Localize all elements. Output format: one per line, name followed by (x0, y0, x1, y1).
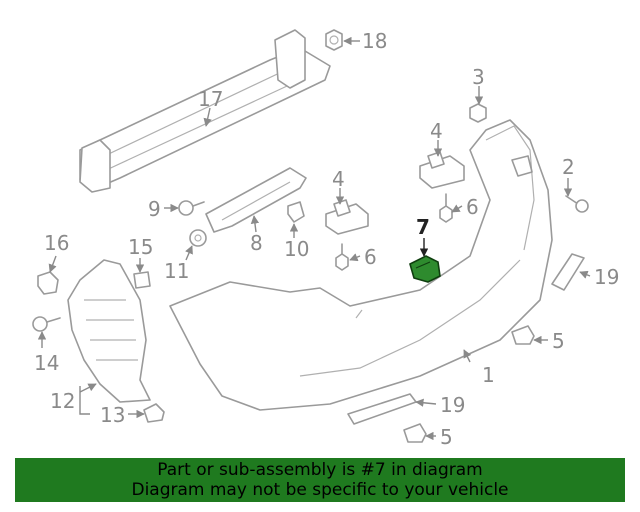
callout-19-right[interactable]: 19 (594, 265, 619, 289)
clip-part-5-upper (511, 325, 535, 345)
sensor-bracket-part-7 (409, 255, 441, 283)
callout-6-upper[interactable]: 6 (466, 195, 479, 219)
callout-16[interactable]: 16 (44, 231, 69, 255)
bolt-part-14 (32, 316, 61, 332)
molding-part-19-right (551, 253, 585, 291)
callout-5-upper[interactable]: 5 (552, 329, 565, 353)
callout-1[interactable]: 1 (482, 363, 495, 387)
notice-line-2: Diagram may not be specific to your vehi… (131, 480, 509, 500)
reinforcement-beam-part (79, 29, 331, 193)
bracket-part-4-right (419, 151, 465, 189)
callout-19-lower[interactable]: 19 (440, 393, 465, 417)
side-bracket-part-12 (67, 259, 151, 403)
callout-11[interactable]: 11 (164, 259, 189, 283)
leader-lines (37, 36, 591, 441)
notice-banner: Part or sub-assembly is #7 in diagram Di… (15, 458, 625, 502)
callout-6-lower[interactable]: 6 (364, 245, 377, 269)
callout-13[interactable]: 13 (100, 403, 125, 427)
callout-12[interactable]: 12 (50, 389, 75, 413)
callout-4-right[interactable]: 4 (430, 119, 443, 143)
clip-part-5-lower (403, 423, 427, 443)
bolt-part-9 (178, 200, 205, 216)
callout-15[interactable]: 15 (128, 235, 153, 259)
callout-17[interactable]: 17 (198, 87, 223, 111)
callout-14[interactable]: 14 (34, 351, 59, 375)
bracket-part-8 (205, 167, 307, 233)
clip-part-15 (133, 271, 151, 289)
parts-diagram: 1 2 3 4 4 5 5 6 6 7 8 9 10 11 12 13 14 1… (32, 29, 619, 449)
callout-5-lower[interactable]: 5 (440, 425, 453, 449)
clip-part-16 (37, 271, 59, 295)
callout-9[interactable]: 9 (148, 197, 161, 221)
clip-part-13 (143, 403, 165, 423)
bracket-part-10 (287, 201, 305, 223)
nut-part-11 (189, 229, 207, 247)
callout-8[interactable]: 8 (250, 231, 263, 255)
nut-part-18 (325, 29, 343, 51)
callout-labels: 1 2 3 4 4 5 5 6 6 7 8 9 10 11 12 13 14 1… (34, 29, 619, 449)
clip-part-3 (469, 103, 487, 123)
bracket-part-4-center (325, 199, 369, 235)
bolt-part-6-upper (439, 193, 453, 223)
callout-2[interactable]: 2 (562, 155, 575, 179)
bolt-part-6-lower (335, 243, 349, 271)
callout-7-highlighted[interactable]: 7 (416, 215, 430, 239)
callout-10[interactable]: 10 (284, 237, 309, 261)
molding-part-19-lower (347, 393, 417, 425)
callout-18[interactable]: 18 (362, 29, 387, 53)
callout-4-center[interactable]: 4 (332, 167, 345, 191)
notice-line-1: Part or sub-assembly is #7 in diagram (157, 460, 483, 480)
bolt-part-2 (565, 195, 589, 213)
bumper-cover-part-1 (169, 119, 553, 411)
callout-3[interactable]: 3 (472, 65, 485, 89)
